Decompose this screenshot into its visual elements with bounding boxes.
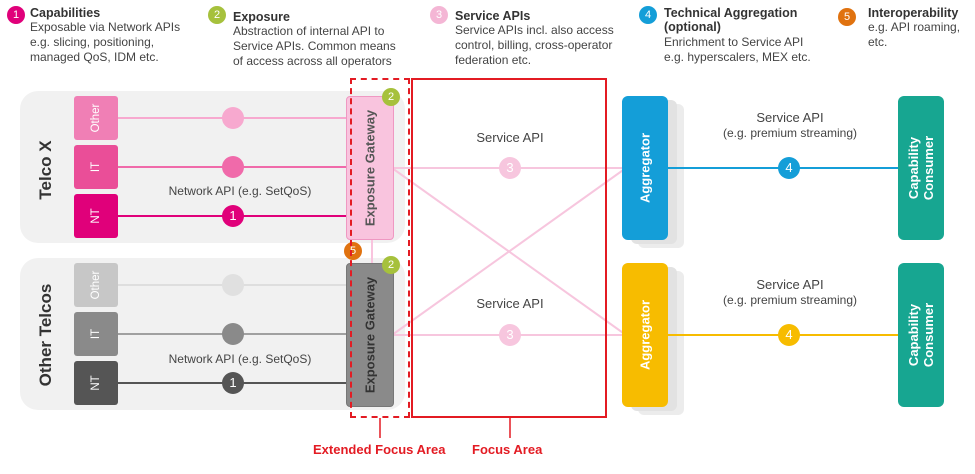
legend-badge-interoperability: 5 bbox=[838, 8, 856, 26]
legend-badge-service-apis: 3 bbox=[430, 6, 448, 24]
telco-x-agg-api-label: Service API bbox=[756, 110, 824, 125]
telco-x-nt-box: NT bbox=[74, 194, 118, 238]
legend-title-interoperability: Interoperability bbox=[868, 6, 959, 20]
other-telcos-gateway-badge: 2 bbox=[382, 256, 400, 274]
legend-title-exposure: Exposure bbox=[233, 10, 290, 24]
other-telcos-nt-box: NT bbox=[74, 361, 118, 405]
other-telcos-agg-badge: 4 bbox=[778, 324, 800, 346]
other-telcos-service-api-badge: 3 bbox=[499, 324, 521, 346]
telco-x-aggregator: Aggregator bbox=[622, 96, 668, 240]
telco-x-service-api-label: Service API bbox=[476, 130, 544, 145]
legend-desc-capabilities: Exposable via Network APIs e.g. slicing,… bbox=[30, 20, 181, 64]
other-telcos-agg-api-label: Service API bbox=[756, 277, 824, 292]
telco-x-aggregator-label: Aggregator bbox=[637, 132, 653, 204]
extended-focus-area-label: Extended Focus Area bbox=[313, 442, 446, 457]
telco-x-capability-consumer: Capability Consumer bbox=[898, 96, 944, 240]
legend-badge-exposure: 2 bbox=[208, 6, 226, 24]
other-telcos-agg-api-sub: (e.g. premium streaming) bbox=[722, 293, 858, 307]
telco-x-other-dot bbox=[222, 107, 244, 129]
other-telcos-consumer-label: Capability Consumer bbox=[906, 302, 936, 368]
legend-badge-capabilities: 1 bbox=[7, 6, 25, 24]
other-telcos-aggregator-label: Aggregator bbox=[637, 299, 653, 371]
other-telcos-it-box: IT bbox=[74, 312, 118, 356]
legend-desc-exposure: Abstraction of internal API to Service A… bbox=[233, 24, 396, 68]
legend-title-aggregation: Technical Aggregation (optional) bbox=[664, 6, 798, 34]
other-telcos-network-api-label: Network API (e.g. SetQoS) bbox=[168, 352, 312, 366]
telco-x-exposure-gateway: Exposure Gateway bbox=[346, 96, 394, 240]
legend-desc-service-apis: Service APIs incl. also access control, … bbox=[455, 23, 614, 67]
telco-x-network-api-label: Network API (e.g. SetQoS) bbox=[168, 184, 312, 198]
telco-x-it-dot bbox=[222, 156, 244, 178]
other-telcos-other-box: Other bbox=[74, 263, 118, 307]
other-telcos-nt-badge: 1 bbox=[222, 372, 244, 394]
legend-title-service-apis: Service APIs bbox=[455, 9, 531, 23]
interoperability-badge: 5 bbox=[344, 242, 362, 260]
telco-x-nt-badge: 1 bbox=[222, 205, 244, 227]
telco-x-gateway-badge: 2 bbox=[382, 88, 400, 106]
other-telcos-exposure-gateway: Exposure Gateway bbox=[346, 263, 394, 407]
focus-area-label: Focus Area bbox=[472, 442, 543, 457]
extended-focus-area bbox=[350, 78, 410, 418]
legend-desc-aggregation: Enrichment to Service API e.g. hyperscal… bbox=[664, 35, 811, 64]
legend-desc-interoperability: e.g. API roaming, etc. bbox=[868, 20, 961, 49]
other-telcos-service-api-label: Service API bbox=[476, 296, 544, 311]
focus-area bbox=[411, 78, 607, 418]
legend-badge-aggregation: 4 bbox=[639, 6, 657, 24]
telco-x-agg-badge: 4 bbox=[778, 157, 800, 179]
other-telcos-other-dot bbox=[222, 274, 244, 296]
other-telcos-it-dot bbox=[222, 323, 244, 345]
telco-x-agg-api-sub: (e.g. premium streaming) bbox=[722, 126, 858, 140]
telco-x-service-api-badge: 3 bbox=[499, 157, 521, 179]
telco-x-other-box: Other bbox=[74, 96, 118, 140]
legend-title-capabilities: Capabilities bbox=[30, 6, 101, 20]
other-telcos-capability-consumer: Capability Consumer bbox=[898, 263, 944, 407]
telco-x-consumer-label: Capability Consumer bbox=[906, 135, 936, 201]
other-telcos-aggregator: Aggregator bbox=[622, 263, 668, 407]
telco-x-it-box: IT bbox=[74, 145, 118, 189]
